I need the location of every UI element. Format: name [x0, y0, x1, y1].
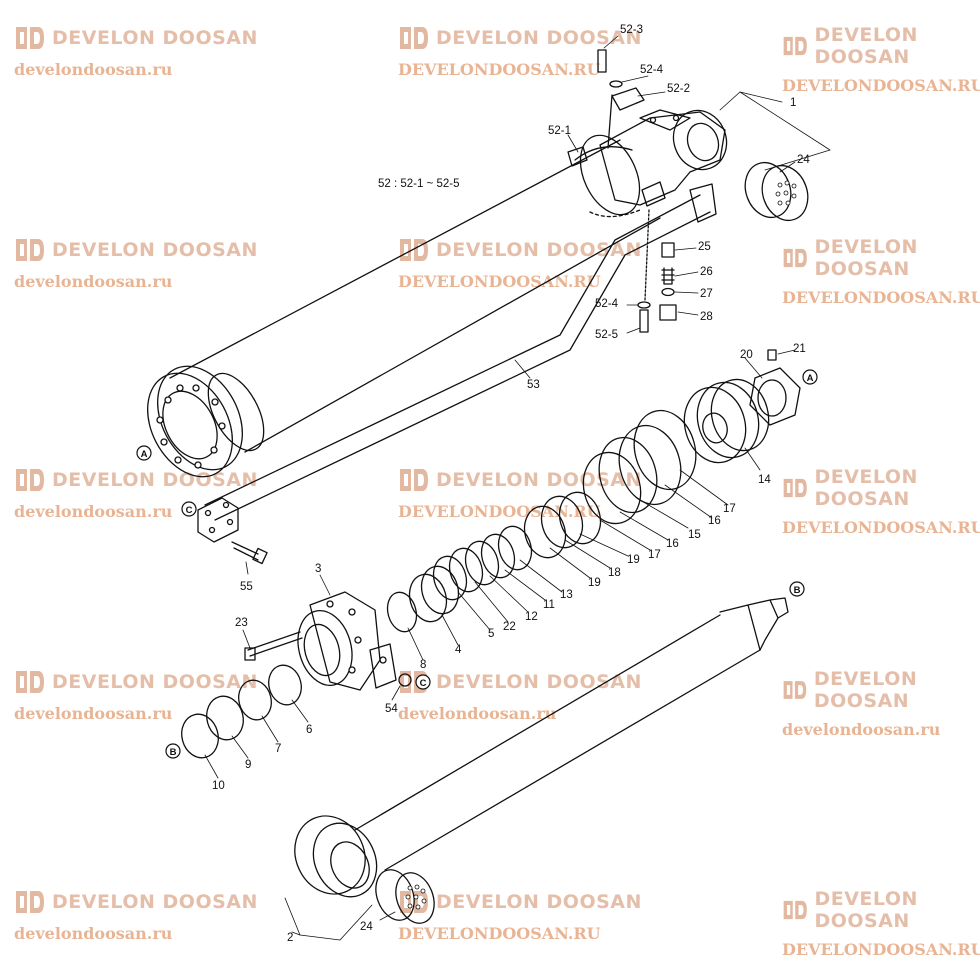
label-6: 6 [306, 724, 312, 736]
label-9: 9 [245, 759, 251, 771]
label-14: 14 [758, 474, 771, 486]
label-26: 26 [700, 266, 713, 278]
label-53: 53 [527, 379, 540, 391]
label-23: 23 [235, 617, 248, 629]
label-55: 55 [240, 581, 253, 593]
label-25: 25 [698, 241, 711, 253]
label-10: 10 [212, 780, 225, 792]
label-28: 28 [700, 311, 713, 323]
piston-rod-part-2 [294, 597, 789, 924]
callout-b-right: B [794, 585, 801, 596]
label-5: 5 [488, 628, 494, 640]
label-21: 21 [793, 343, 806, 355]
label-54: 54 [385, 703, 398, 715]
label-52-4-bottom: 52-4 [595, 298, 619, 310]
label-2: 2 [287, 932, 293, 944]
label-27: 27 [700, 288, 713, 300]
callout-letters: A A B B C C [141, 373, 814, 758]
label-18: 18 [608, 567, 621, 579]
label-16-a: 16 [708, 515, 721, 527]
label-16-b: 16 [666, 538, 679, 550]
label-52-3: 52-3 [620, 24, 643, 36]
label-12: 12 [525, 611, 538, 623]
callout-c-right: C [420, 678, 427, 689]
label-1: 1 [790, 97, 796, 109]
label-8: 8 [420, 659, 426, 671]
label-19-b: 19 [588, 577, 601, 589]
label-17-b: 17 [648, 549, 661, 561]
label-13: 13 [560, 589, 573, 601]
label-52-2: 52-2 [667, 83, 690, 95]
callout-a-left: A [141, 449, 148, 460]
label-52-5: 52-5 [595, 329, 618, 341]
piston-nut-and-seals [386, 349, 801, 633]
label-52-1: 52-1 [548, 125, 571, 137]
label-20: 20 [740, 349, 753, 361]
callout-b-left: B [170, 747, 177, 758]
label-24-top: 24 [797, 154, 810, 166]
label-7: 7 [275, 743, 281, 755]
leader-lines [204, 35, 831, 941]
cylinder-tube-part-1 [147, 109, 809, 565]
callout-circles [136, 369, 818, 759]
rod-cover-part-3 [181, 591, 412, 759]
label-22: 22 [503, 621, 516, 633]
small-fittings [597, 49, 677, 333]
callout-a-right: A [807, 373, 814, 384]
label-11: 11 [543, 599, 555, 611]
label-3: 3 [315, 563, 321, 575]
label-17-a: 17 [723, 503, 736, 515]
assembly-note: 52 : 52-1 ~ 52-5 [378, 178, 460, 190]
label-19-a: 19 [627, 554, 640, 566]
label-24-bottom: 24 [360, 921, 373, 933]
callout-c-left: C [186, 505, 193, 516]
part-number-labels: 52-3 52-4 52-2 1 52-1 24 52 : 52-1 ~ 52-… [212, 24, 810, 944]
label-4: 4 [455, 644, 462, 656]
label-15: 15 [688, 529, 701, 541]
label-52-4-top: 52-4 [640, 64, 664, 76]
